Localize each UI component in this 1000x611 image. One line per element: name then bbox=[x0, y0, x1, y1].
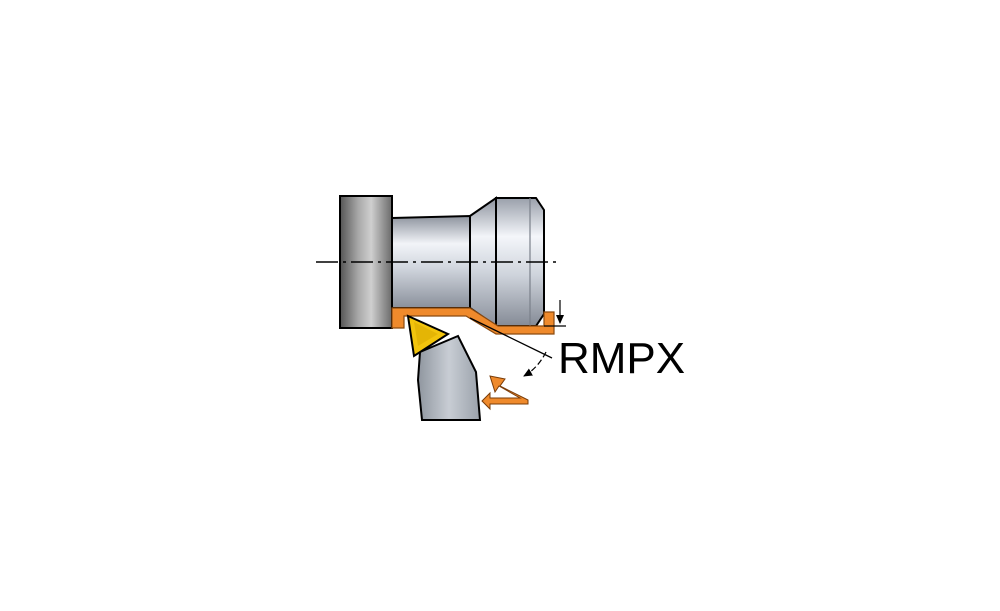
machined-stock-profile bbox=[391, 307, 555, 335]
angle-reference-line bbox=[469, 317, 553, 359]
method-label: RMPX bbox=[558, 334, 685, 383]
angle-arc bbox=[523, 351, 547, 377]
depth-of-cut-dimension bbox=[544, 300, 566, 327]
tool-holder bbox=[416, 334, 482, 421]
feed-arrow-icon bbox=[481, 375, 529, 411]
insert-shade bbox=[414, 322, 438, 346]
feed-direction-arrows bbox=[481, 375, 529, 411]
cutting-insert bbox=[406, 314, 451, 358]
